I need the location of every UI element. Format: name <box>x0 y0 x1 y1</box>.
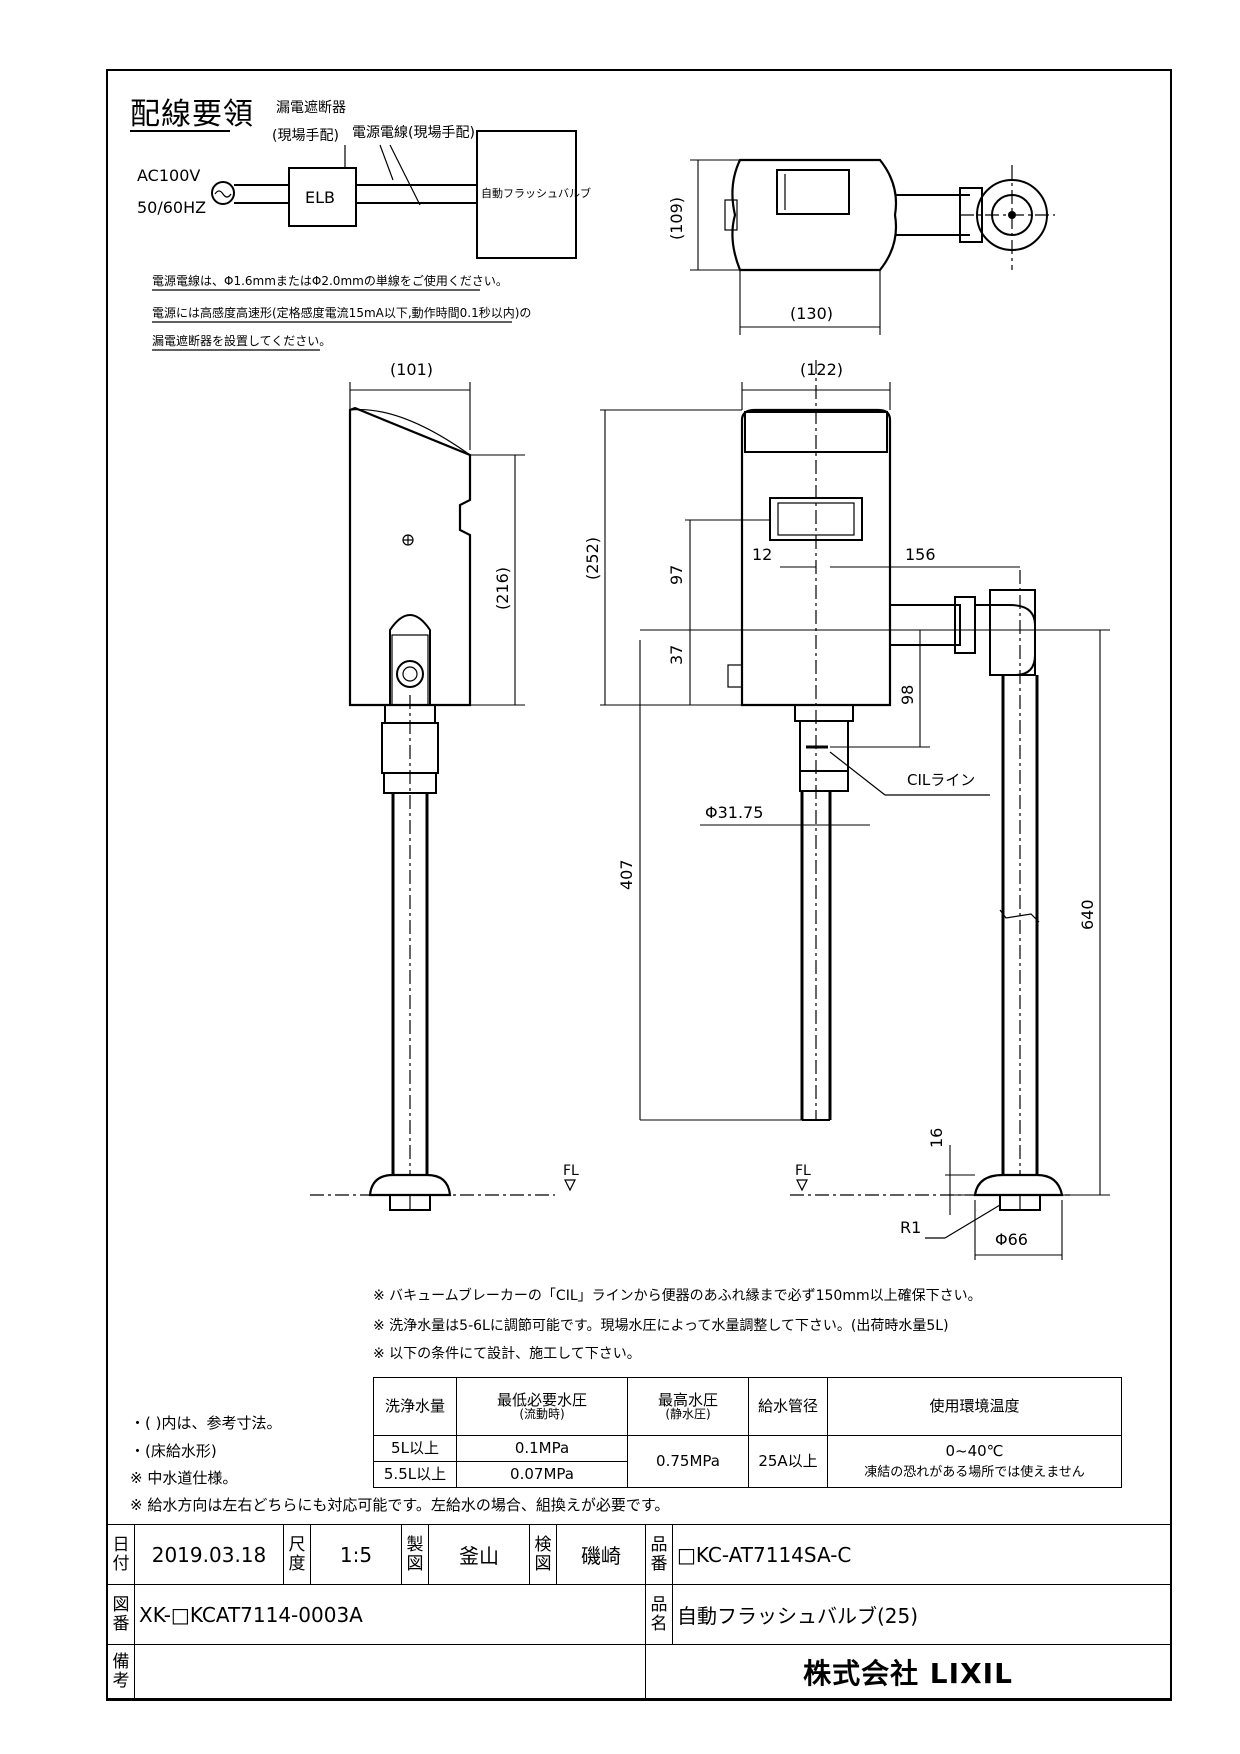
check-label: 検図 <box>529 1524 557 1585</box>
valve-box <box>476 130 577 259</box>
th-volume: 洗浄水量 <box>373 1377 457 1436</box>
date-label: 日付 <box>107 1524 135 1585</box>
note-floor-supply: ・(床給水形) <box>130 1442 217 1460</box>
made-label: 製図 <box>401 1524 429 1585</box>
title-block: 日付 2019.03.18 尺度 1:5 製図 釜山 検図 磯崎 品番 □KC-… <box>107 1524 1171 1699</box>
dim-97: 97 <box>667 565 686 585</box>
cell-temperature: 0~40℃ 凍結の恐れがある場所では使えません <box>827 1435 1122 1488</box>
made-by: 釜山 <box>428 1524 530 1585</box>
th-pipe: 給水管径 <box>748 1377 828 1436</box>
cell-pressure-2: 0.07MPa <box>456 1461 628 1488</box>
note-cil: ※ バキュームブレーカーの「CIL」ラインから便器のあふれ縁まで必ず150mm以… <box>373 1287 982 1304</box>
ac-voltage: AC100V <box>137 166 200 185</box>
dim-side-216: (216) <box>493 567 512 610</box>
dim-top-130: (130) <box>790 304 833 323</box>
wiring-note-2: 電源には高感度高速形(定格感度電流15mA以下,動作時間0.1秒以内)の <box>152 305 531 320</box>
dim-66: Φ66 <box>995 1230 1028 1249</box>
temp-note: 凍結の恐れがある場所では使えません <box>864 1464 1085 1480</box>
th-min-pressure-label: 最低必要水圧 <box>496 1390 587 1409</box>
dim-top-109: (109) <box>667 197 686 240</box>
leakage-breaker-label: 漏電遮断器 <box>276 100 346 116</box>
note-reference-dims: ・( )内は、参考寸法。 <box>130 1414 281 1432</box>
spec-table: 洗浄水量 最低必要水圧 (流動時) 最高水圧 (静水圧) 給水管径 使用環境温度… <box>373 1377 1122 1488</box>
wiring-note-1: 電源電線は、Φ1.6mmまたはΦ2.0mmの単線をご使用ください。 <box>152 273 508 288</box>
scale-label: 尺度 <box>283 1524 311 1585</box>
part-name-label: 品名 <box>645 1584 673 1645</box>
dim-pipe-dia: Φ31.75 <box>705 803 763 822</box>
dim-front-252: (252) <box>583 537 602 580</box>
front-view: (122) FL (252) <box>583 360 1110 1260</box>
dim-98: 98 <box>898 685 917 705</box>
top-view: (109) (130) <box>667 158 1055 335</box>
wiring-note-3: 漏電遮断器を設置してください。 <box>152 333 331 348</box>
temp-range: 0~40℃ <box>945 1442 1004 1461</box>
dim-side-101: (101) <box>390 360 433 379</box>
th-temperature: 使用環境温度 <box>827 1377 1122 1436</box>
valve-box-label: 自動フラッシュバルブ <box>481 186 591 200</box>
dim-r1: R1 <box>900 1218 921 1237</box>
th-max-pressure-label: 最高水圧 <box>657 1390 718 1409</box>
note-volume: ※ 洗浄水量は5-6Lに調節可能です。現場水圧によって水量調整して下さい。(出荷… <box>373 1317 949 1334</box>
th-max-pressure-sub: (静水圧) <box>665 1407 711 1422</box>
elb-box <box>288 167 357 227</box>
note-conditions: ※ 以下の条件にて設計、施工して下さい。 <box>373 1345 641 1362</box>
drawing-frame <box>106 69 1172 1701</box>
fl-left: FL <box>563 1163 579 1179</box>
notes: ※ バキュームブレーカーの「CIL」ラインから便器のあふれ縁まで必ず150mm以… <box>130 1287 982 1514</box>
fl-right: FL <box>795 1163 811 1179</box>
power-cable-label: 電源電線(現場手配) <box>352 125 475 141</box>
th-min-pressure: 最低必要水圧 (流動時) <box>456 1377 628 1436</box>
dim-16: 16 <box>927 1128 946 1148</box>
checked-by: 磯崎 <box>556 1524 646 1585</box>
note-gray-water: ※ 中水道仕様。 <box>130 1469 237 1487</box>
dim-156: 156 <box>905 545 936 564</box>
drawing-no-value: XK-□KCAT7114-0003A <box>134 1584 646 1645</box>
wiring-title: 配線要領 <box>130 97 254 132</box>
company-logo: 株式会社 LIXIL <box>645 1644 1171 1699</box>
wiring-diagram: 配線要領 漏電遮断器 (現場手配) 電源電線(現場手配) AC100V 50/6… <box>130 97 591 351</box>
frequency: 50/60HZ <box>137 198 206 217</box>
dim-37: 37 <box>667 645 686 665</box>
scale-value: 1:5 <box>310 1524 402 1585</box>
leakage-breaker-note: (現場手配) <box>272 128 339 144</box>
cell-pressure-1: 0.1MPa <box>456 1435 628 1462</box>
note-supply-direction: ※ 給水方向は左右どちらにも対応可能です。左給水の場合、組換えが必要です。 <box>130 1496 669 1514</box>
date-value: 2019.03.18 <box>134 1524 284 1585</box>
cell-max-pressure: 0.75MPa <box>627 1435 749 1488</box>
cell-volume-1: 5L以上 <box>373 1435 457 1462</box>
part-name-value: 自動フラッシュバルブ(25) <box>672 1584 1171 1645</box>
part-no-value: □KC-AT7114SA-C <box>672 1524 1171 1585</box>
dim-12: 12 <box>752 545 772 564</box>
cell-volume-2: 5.5L以上 <box>373 1461 457 1488</box>
dim-front-122: (122) <box>800 360 843 379</box>
th-min-pressure-sub: (流動時) <box>519 1407 565 1422</box>
elb-label: ELB <box>305 188 335 207</box>
cil-line-label: CILライン <box>907 771 975 789</box>
remarks-value <box>134 1644 646 1699</box>
remarks-label: 備考 <box>107 1644 135 1699</box>
side-view: (101) (216) FL <box>310 360 579 1211</box>
dim-407: 407 <box>617 859 636 890</box>
ac-source-icon <box>211 181 235 205</box>
drawing-no-label: 図番 <box>107 1584 135 1645</box>
cell-pipe: 25A以上 <box>748 1435 828 1488</box>
part-no-label: 品番 <box>645 1524 673 1585</box>
dim-640: 640 <box>1078 899 1097 930</box>
th-max-pressure: 最高水圧 (静水圧) <box>627 1377 749 1436</box>
